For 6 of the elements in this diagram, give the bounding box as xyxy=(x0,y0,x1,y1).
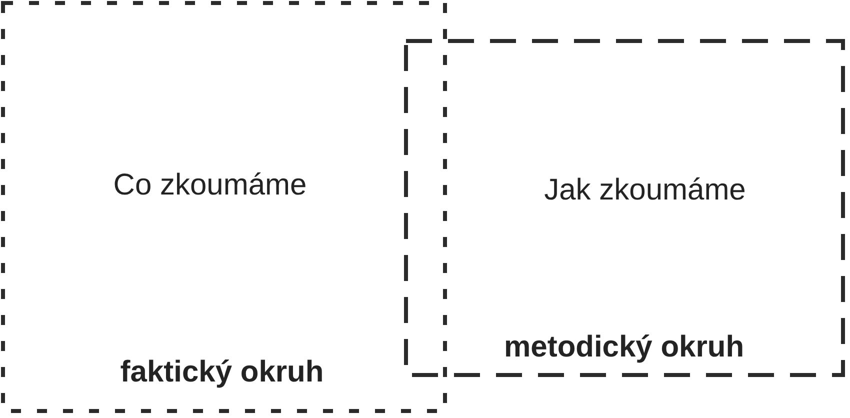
region-title: Co zkoumáme xyxy=(113,168,307,202)
dotted-frame xyxy=(1,1,447,413)
region-title: Jak zkoumáme xyxy=(544,174,746,206)
region-label: faktický okruh xyxy=(120,356,324,388)
dashed-frame xyxy=(404,39,845,377)
region-label: metodický okruh xyxy=(504,330,744,364)
